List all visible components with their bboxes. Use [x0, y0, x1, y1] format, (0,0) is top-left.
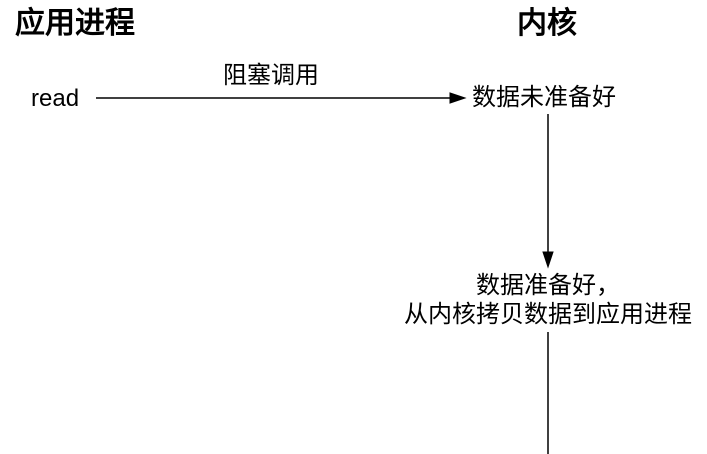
kernel-heading: 内核	[517, 7, 577, 40]
data-ready-label-line1: 数据准备好，	[476, 272, 620, 299]
data-ready-label: 数据准备好， 从内核拷贝数据到应用进程	[398, 271, 698, 329]
data-ready-label-line2: 从内核拷贝数据到应用进程	[404, 301, 692, 328]
app-process-heading: 应用进程	[15, 7, 135, 40]
blocking-call-arrowhead	[449, 92, 467, 104]
blocking-call-label: 阻塞调用	[223, 62, 319, 89]
read-call-label: read	[31, 85, 80, 112]
kernel-wait-arrowhead	[542, 251, 554, 269]
data-not-ready-label: 数据未准备好	[472, 84, 616, 111]
